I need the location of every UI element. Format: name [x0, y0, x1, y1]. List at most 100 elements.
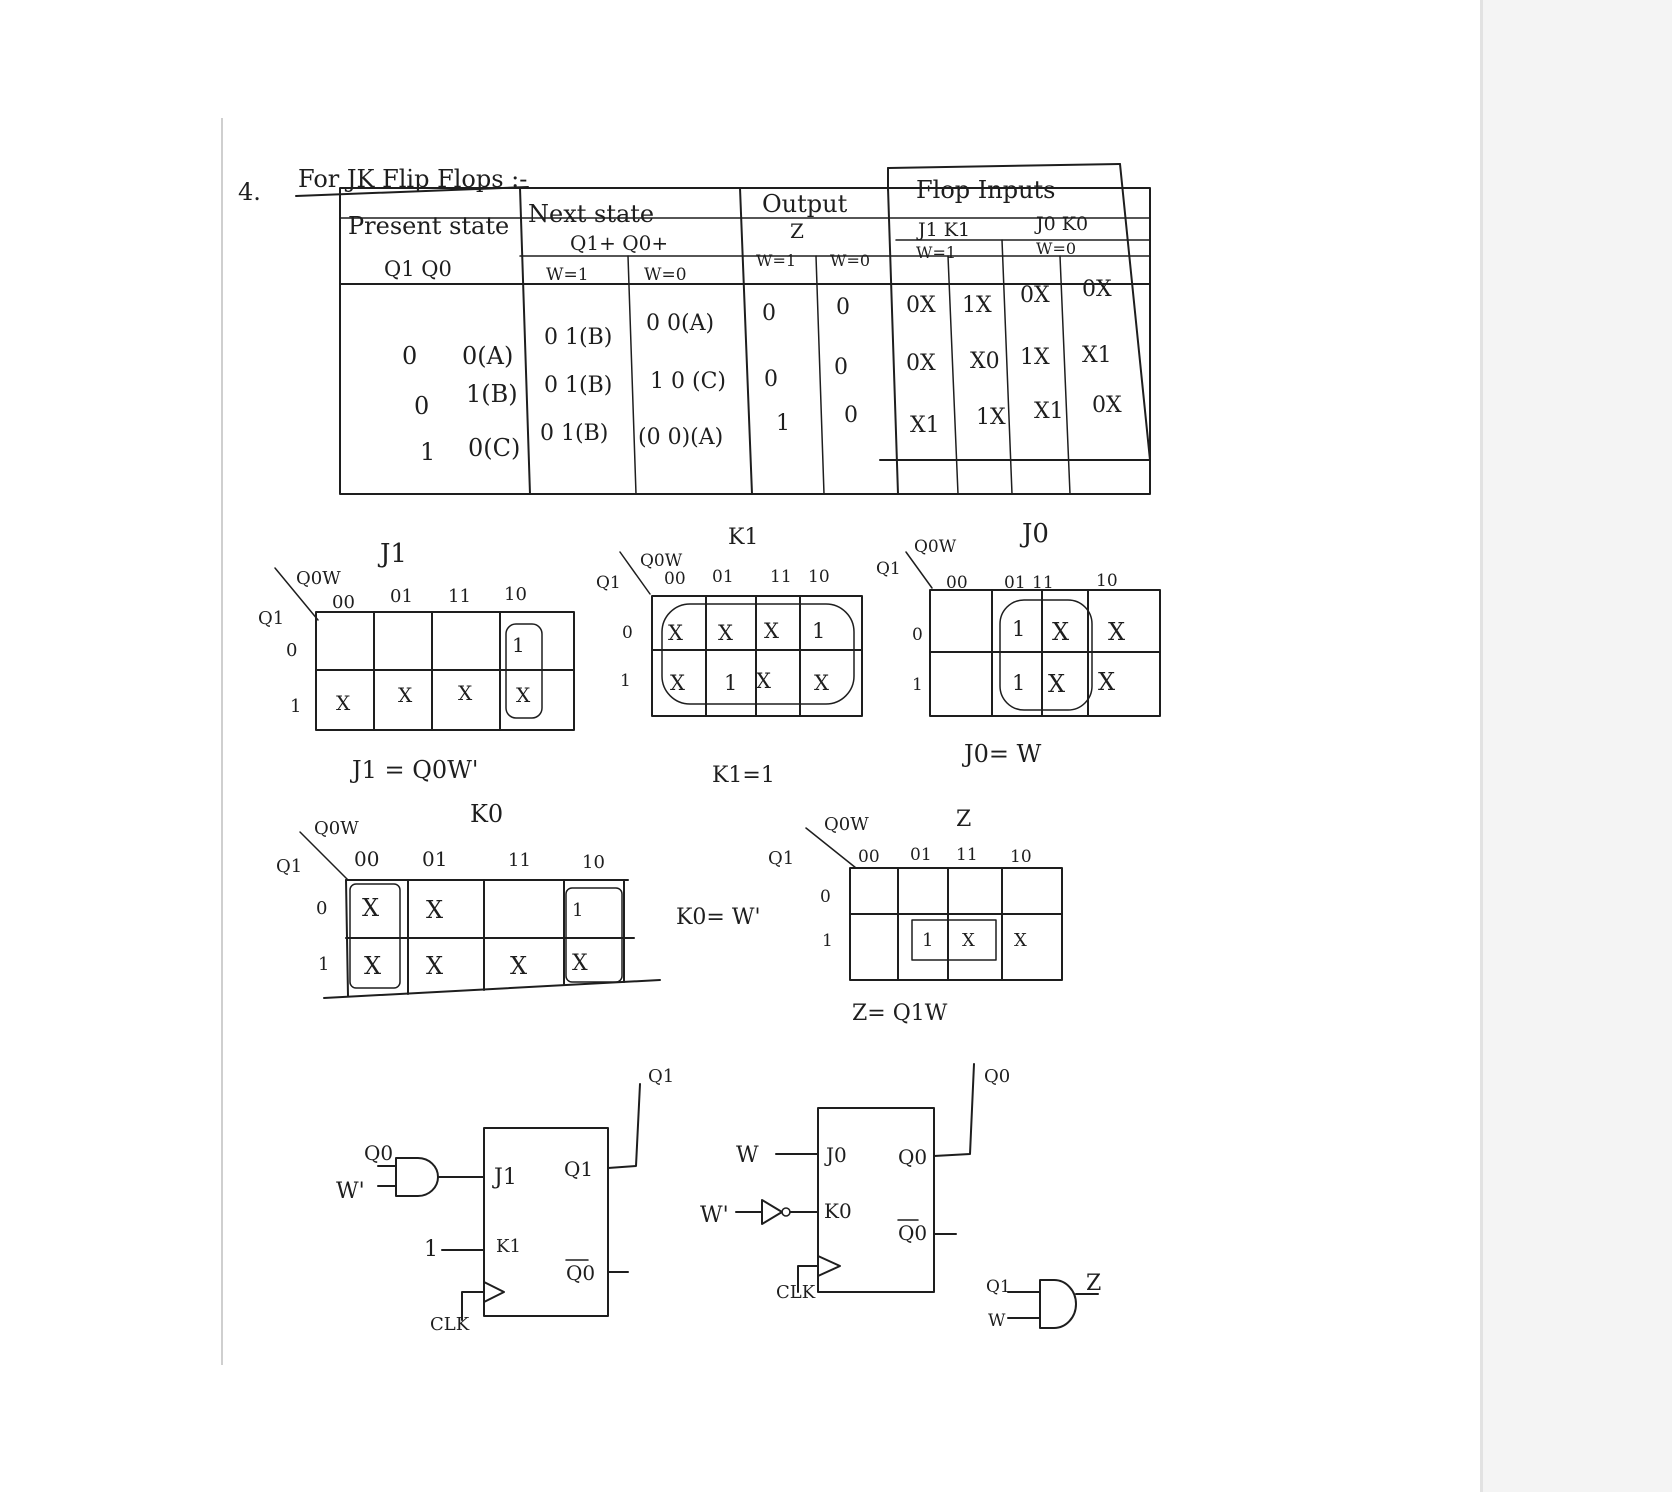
- svg-text:1X: 1X: [1020, 345, 1050, 370]
- svg-text:X1: X1: [1082, 343, 1112, 368]
- jk-flip-flop-icon: [483, 1127, 609, 1317]
- svg-text:Q1: Q1: [596, 573, 621, 593]
- svg-text:00: 00: [946, 573, 968, 593]
- svg-text:X: X: [364, 952, 381, 980]
- z-output-label: Z: [1086, 1271, 1101, 1296]
- svg-text:10: 10: [1096, 571, 1118, 591]
- flip-flop-1-circuit: Q0 W' 1 J1 K1 Q1 Q0 CLK Q1: [336, 1066, 674, 1335]
- svg-text:X: X: [426, 952, 443, 980]
- svg-text:0: 0: [764, 367, 778, 392]
- svg-text:X: X: [426, 896, 443, 924]
- svg-text:1X: 1X: [962, 293, 992, 318]
- kmap-result: J0= W: [961, 740, 1042, 768]
- svg-text:0: 0: [762, 301, 776, 326]
- svg-text:10: 10: [504, 584, 527, 605]
- ff-pin-qbar: Q0: [566, 1261, 595, 1285]
- subheader-j0k0: J0 K0: [1034, 213, 1088, 235]
- cond-flop-w1: W=1: [916, 243, 956, 262]
- svg-text:X: X: [962, 930, 975, 951]
- svg-text:0(A): 0(A): [462, 342, 513, 370]
- svg-text:0: 0: [316, 898, 327, 919]
- grouping-loop: [999, 599, 1093, 711]
- svg-text:1X: 1X: [976, 405, 1006, 430]
- svg-text:10: 10: [582, 852, 605, 873]
- state-table: Present state Next state Output Flop Inp…: [339, 163, 1151, 495]
- ff-output-label: Q1: [648, 1066, 674, 1087]
- ff-pin-j: J0: [824, 1143, 847, 1167]
- kmap-k1: K1 Q0W Q1 00 01 11 10 0 1 X X X 1 X 1 X …: [596, 525, 863, 788]
- svg-text:1: 1: [318, 954, 329, 975]
- svg-text:1: 1: [420, 438, 435, 466]
- svg-text:0: 0: [820, 887, 831, 907]
- svg-text:X: X: [1014, 930, 1027, 951]
- clock-triangle-icon: [817, 1255, 841, 1277]
- svg-text:0: 0: [844, 403, 858, 428]
- ff-pin-q: Q1: [564, 1157, 593, 1181]
- svg-text:0: 0: [836, 295, 850, 320]
- kmap-result: Z= Q1W: [852, 1001, 948, 1026]
- ff-pin-j: J1: [492, 1165, 517, 1190]
- z-output-gate: Q1 W Z: [986, 1271, 1101, 1331]
- svg-text:10: 10: [1010, 847, 1032, 867]
- svg-text:0X: 0X: [906, 351, 936, 376]
- flop-inputs-top: [887, 163, 1121, 169]
- svg-text:X: X: [764, 619, 779, 643]
- grouping-loop: [349, 883, 401, 989]
- flop-inputs-right: [1119, 163, 1151, 461]
- cond-next-w0: W=0: [644, 265, 687, 285]
- svg-text:0 1(B): 0 1(B): [540, 421, 608, 446]
- and-gate-icon: [1039, 1279, 1077, 1329]
- svg-text:0 1(B): 0 1(B): [544, 373, 612, 398]
- svg-text:0X: 0X: [906, 293, 936, 318]
- svg-text:(0 0)(A): (0 0)(A): [638, 425, 723, 450]
- svg-text:Q1: Q1: [276, 856, 302, 877]
- svg-text:1: 1: [572, 900, 583, 921]
- grouping-loop: [565, 887, 623, 983]
- grouping-loop: [661, 603, 855, 705]
- subheader-z: Z: [790, 219, 804, 243]
- jk-flip-flop-icon: [817, 1107, 935, 1293]
- k-const-label: 1: [424, 1237, 438, 1262]
- svg-text:1: 1: [776, 411, 790, 436]
- svg-text:X: X: [814, 671, 829, 695]
- cond-next-w1: W=1: [546, 265, 589, 285]
- svg-text:0 0(A): 0 0(A): [646, 311, 714, 336]
- svg-text:1(B): 1(B): [466, 380, 518, 408]
- svg-text:X: X: [1108, 618, 1125, 646]
- svg-text:1: 1: [822, 931, 833, 951]
- subheader-q1-q0: Q1 Q0: [384, 257, 452, 281]
- svg-text:X: X: [510, 952, 527, 980]
- svg-text:0: 0: [402, 342, 417, 370]
- svg-text:X: X: [362, 894, 379, 922]
- svg-text:X: X: [572, 951, 588, 976]
- svg-text:X: X: [516, 683, 531, 707]
- clock-triangle-icon: [483, 1281, 505, 1303]
- ff-pin-k: K0: [824, 1199, 852, 1223]
- and-input-label: Q0: [364, 1141, 393, 1165]
- z-gate-input-label: W: [988, 1311, 1006, 1331]
- page-edge: [1480, 0, 1483, 1492]
- svg-text:1: 1: [912, 675, 923, 695]
- svg-text:X: X: [458, 681, 473, 705]
- table-row: 0 0(A) 0 1(B) 0 0(A) 0 0 0X 1X 0X 0X: [402, 277, 1112, 370]
- kmap-result: K0= W': [676, 905, 761, 930]
- svg-text:Q0W: Q0W: [824, 814, 869, 835]
- svg-text:1: 1: [512, 633, 525, 657]
- header-output: Output: [762, 190, 848, 218]
- svg-text:X: X: [756, 669, 771, 693]
- svg-text:01: 01: [422, 847, 447, 871]
- kmap-title: K1: [728, 525, 758, 550]
- subheader-next-q: Q1+ Q0+: [570, 231, 668, 255]
- svg-text:0X: 0X: [1082, 277, 1112, 302]
- z-gate-input-label: Q1: [986, 1277, 1011, 1297]
- subheader-j1k1: J1 K1: [916, 219, 970, 241]
- and-input-label: W': [336, 1179, 365, 1204]
- svg-text:X1: X1: [1034, 399, 1064, 424]
- clk-label: CLK: [430, 1314, 470, 1335]
- svg-text:X: X: [398, 683, 413, 707]
- k-input-label: W': [700, 1203, 729, 1228]
- svg-text:0: 0: [286, 640, 297, 661]
- kmap-title: Z: [956, 807, 971, 832]
- svg-text:1: 1: [290, 696, 301, 717]
